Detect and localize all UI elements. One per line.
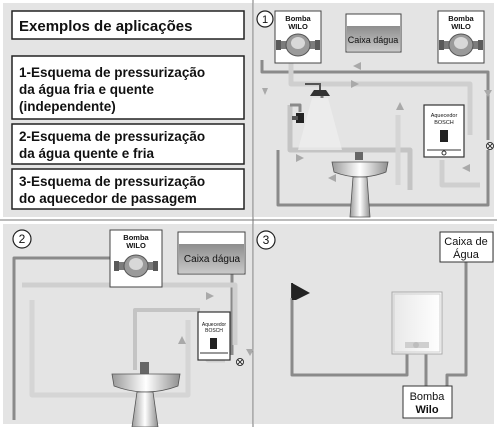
panel-2-pump: Bomba WILO bbox=[109, 229, 163, 288]
flow-arrow bbox=[484, 90, 492, 97]
heater-label-line-1: Aquecedor bbox=[431, 113, 458, 119]
option-3-line-1: 3-Esquema de pressurização bbox=[19, 174, 205, 189]
shower-head-icon bbox=[310, 90, 330, 96]
pump-label-line-1: Bomba bbox=[123, 233, 149, 242]
pump-label-line-2: WILO bbox=[126, 241, 146, 250]
pump-label-line-2: Wilo bbox=[415, 404, 438, 416]
panel-2-number-badge: 2 bbox=[12, 229, 32, 249]
tank-label: Caixa dágua bbox=[348, 35, 399, 45]
option-3-box: 3-Esquema de pressurização do aquecedor … bbox=[11, 168, 245, 210]
flow-arrow bbox=[246, 349, 254, 356]
option-3-line-2: do aquecedor de passagem bbox=[19, 191, 197, 206]
svg-text:3: 3 bbox=[263, 233, 270, 247]
flow-arrow bbox=[396, 102, 404, 110]
tank-label: Caixa dágua bbox=[184, 254, 241, 265]
panel-1-water-tank: Caixa dágua bbox=[345, 13, 402, 53]
panel-1-number-badge: 1 bbox=[256, 10, 274, 28]
option-2-line-2: da água quente e fria bbox=[19, 146, 155, 161]
flow-arrow bbox=[462, 164, 470, 172]
option-2-line-1: 2-Esquema de pressurização bbox=[19, 129, 205, 144]
option-1-line-1: 1-Esquema de pressurização bbox=[19, 65, 205, 80]
option-1-line-2: da água fria e quente bbox=[19, 82, 155, 97]
panel-1-pipes bbox=[260, 60, 490, 207]
heater-label-line-1: Aquecedor bbox=[202, 322, 227, 328]
flow-arrow bbox=[328, 174, 336, 182]
pump-label-line-2: WILO bbox=[288, 22, 308, 31]
panel-1-mixer-valve-icon bbox=[292, 113, 304, 123]
panel-3-water-tank: Caixa de Água bbox=[439, 231, 494, 263]
panel-3-pump: Bomba Wilo bbox=[402, 385, 453, 419]
flow-arrow bbox=[296, 154, 304, 162]
option-1-line-3: (independente) bbox=[19, 99, 116, 114]
options-title: Exemplos de aplicações bbox=[19, 18, 192, 35]
pump-label-line-1: Bomba bbox=[448, 14, 474, 23]
panel-1-pump-2: Bomba WILO bbox=[437, 10, 485, 64]
options-title-box: Exemplos de aplicações bbox=[11, 10, 245, 40]
panel-2-water-heater: Aquecedor BOSCH bbox=[197, 311, 231, 361]
option-1-box: 1-Esquema de pressurização da água fria … bbox=[11, 55, 245, 120]
flow-arrow bbox=[206, 292, 214, 300]
flow-arrow bbox=[351, 80, 359, 88]
panel-3-pipes bbox=[290, 262, 468, 392]
option-2-box: 2-Esquema de pressurização da água quent… bbox=[11, 123, 245, 165]
panel-2-water-tank: Caixa dágua bbox=[177, 231, 246, 275]
svg-text:2: 2 bbox=[19, 232, 26, 246]
panel-2-valve-icon bbox=[236, 358, 244, 366]
panel-3-shower-icon bbox=[291, 283, 310, 300]
flow-arrow bbox=[262, 88, 268, 95]
flow-arrow bbox=[178, 336, 186, 344]
panel-1-flow-arrows bbox=[262, 62, 492, 182]
panel-1-sink-icon bbox=[331, 152, 389, 218]
heater-label-line-2: BOSCH bbox=[205, 328, 223, 334]
panel-2-flow-arrows bbox=[178, 292, 254, 356]
panel-2-sink-icon bbox=[111, 362, 181, 427]
panel-1-shower bbox=[298, 83, 342, 150]
tank-label-line-2: Água bbox=[453, 248, 480, 261]
panel-1-pump-1: Bomba WILO bbox=[274, 10, 322, 64]
pump-label-line-2: WILO bbox=[451, 22, 471, 31]
panel-2-pipes bbox=[12, 256, 238, 420]
pump-label-line-1: Bomba bbox=[285, 14, 311, 23]
flow-arrow bbox=[353, 62, 361, 70]
pump-label-line-1: Bomba bbox=[410, 391, 446, 403]
heater-label-line-2: BOSCH bbox=[434, 120, 454, 126]
svg-text:1: 1 bbox=[262, 14, 268, 26]
panel-1-water-heater: Aquecedor BOSCH bbox=[423, 104, 465, 158]
panel-3-water-heater bbox=[391, 291, 443, 355]
panel-3-number-badge: 3 bbox=[256, 230, 276, 250]
tank-label-line-1: Caixa de bbox=[444, 236, 487, 248]
panel-1-valve-icon bbox=[486, 142, 494, 150]
